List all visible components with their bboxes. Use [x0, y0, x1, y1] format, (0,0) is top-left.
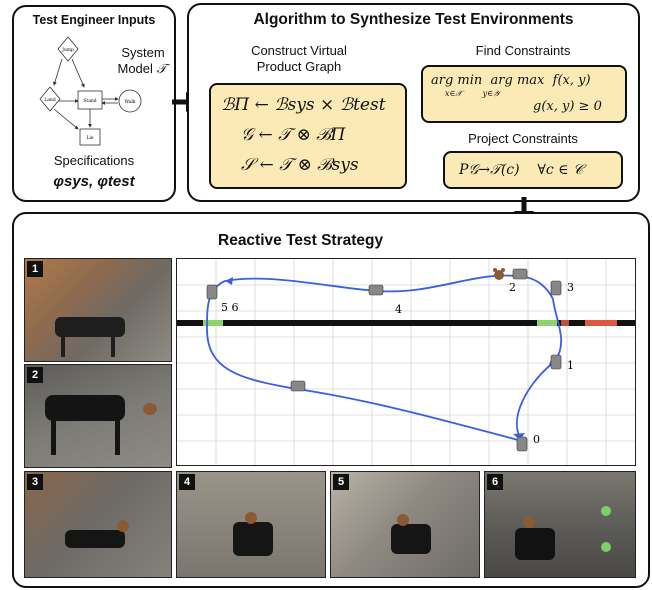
node-stand-label: Stand: [83, 98, 96, 104]
photo-1: 1: [24, 258, 172, 362]
node-land: Land: [39, 86, 61, 112]
node-walk: Walk: [118, 89, 142, 113]
node-lie: Lie: [79, 128, 101, 146]
robot-leg: [61, 335, 65, 357]
node-lie-label: Lie: [86, 135, 93, 141]
robot-marker-midway: [290, 380, 306, 392]
spec-symbols: φsys, φtest: [53, 173, 135, 190]
specifications-label: Specifications: [53, 153, 135, 168]
photo-3: 3: [24, 471, 172, 578]
photo-label-6: 6: [487, 474, 503, 490]
waypoint-label-3: 3: [567, 281, 574, 294]
teddy-bear: [117, 520, 129, 532]
robot-leg: [111, 335, 115, 357]
node-jump-label: Jump: [61, 47, 74, 53]
node-stand: Stand: [77, 90, 103, 110]
equation-product-buchi: ℬΠ ← ℬsys × ℬtest: [221, 95, 386, 115]
waypoint-label-56: 5 6: [221, 301, 239, 314]
photo-5: 5: [330, 471, 480, 578]
green-light: [601, 506, 611, 516]
green-light: [601, 542, 611, 552]
wall-gap-red-small: [561, 320, 569, 326]
robot-marker-1: [550, 354, 562, 370]
teddy-bear: [245, 512, 257, 524]
robot-leg: [51, 419, 56, 455]
robot-marker-4: [368, 284, 384, 296]
algorithm-panel: Algorithm to Synthesize Test Environment…: [187, 3, 640, 202]
robot-dog-body: [55, 317, 125, 337]
product-graph-box: ℬΠ ← ℬsys × ℬtest 𝒢 ← 𝒯 ⊗ ℬΠ 𝒮 ← 𝒯 ⊗ ℬsy…: [209, 83, 407, 189]
system-model-label-1: System: [121, 45, 165, 60]
robot-dog-body: [391, 524, 431, 554]
teddy-bear: [397, 514, 409, 526]
photo-label-3: 3: [27, 474, 43, 490]
projection-equation: P𝒢→𝒯(c) ∀c ∈ 𝒞: [459, 162, 584, 178]
photo-label-2: 2: [27, 367, 43, 383]
construct-title-2: Product Graph: [256, 59, 342, 74]
photo-label-1: 1: [27, 261, 43, 277]
inputs-title: Test Engineer Inputs: [32, 13, 156, 27]
robot-dog-body: [65, 530, 125, 548]
photo-label-4: 4: [179, 474, 195, 490]
node-jump: Jump: [57, 36, 79, 62]
equation-virtual-product-graph: 𝒢 ← 𝒯 ⊗ ℬΠ: [241, 125, 346, 145]
wall-gap-red: [585, 320, 617, 326]
photo-4: 4: [176, 471, 326, 578]
find-constraints-box: arg min arg max f(x, y) x∈𝒳 y∈𝒴 g(x, y) …: [421, 65, 627, 123]
robot-marker-3: [550, 280, 562, 296]
find-constraints-title: Find Constraints: [475, 43, 571, 58]
waypoint-label-0: 0: [533, 433, 540, 446]
construct-title-1: Construct Virtual: [251, 43, 347, 58]
waypoint-label-1: 1: [567, 359, 574, 372]
project-constraints-box: P𝒢→𝒯(c) ∀c ∈ 𝒞: [443, 151, 623, 189]
project-constraints-title: Project Constraints: [468, 131, 578, 146]
wall-bar: [177, 320, 635, 326]
robot-marker-0: [516, 436, 528, 452]
waypoint-label-4: 4: [395, 303, 402, 316]
robot-dog-body: [515, 528, 555, 560]
robot-dog-body: [45, 395, 125, 421]
algorithm-title: Algorithm to Synthesize Test Environment…: [253, 11, 574, 28]
test-engineer-inputs-panel: Test Engineer Inputs Jump Land Stand: [12, 5, 176, 202]
robot-marker-2: [512, 268, 528, 280]
optimization-objective: arg min arg max f(x, y): [431, 73, 591, 88]
strategy-title: Reactive Test Strategy: [218, 232, 384, 249]
system-model-symbol: 𝒯: [156, 62, 167, 77]
node-walk-label: Walk: [124, 99, 135, 105]
node-land-label: Land: [44, 97, 56, 103]
optimization-subscripts: x∈𝒳 y∈𝒴: [445, 89, 500, 98]
trajectory-path: [206, 274, 563, 442]
robot-marker-56: [206, 284, 218, 300]
optimization-constraint: g(x, y) ≥ 0: [533, 99, 602, 114]
teddy-bear-marker: [493, 268, 505, 280]
equation-system-product: 𝒮 ← 𝒯 ⊗ ℬsys: [241, 155, 359, 175]
photo-2: 2: [24, 364, 172, 468]
teddy-bear: [523, 516, 535, 528]
state-machine-graph: Jump Land Stand Walk Lie: [39, 36, 142, 146]
trajectory-map: 0 1 2 3 4 5 6: [176, 258, 636, 466]
wall-gap-green-left: [203, 320, 223, 326]
teddy-bear: [143, 403, 157, 415]
waypoint-label-2: 2: [509, 281, 516, 294]
robot-dog-body: [233, 522, 273, 556]
photo-label-5: 5: [333, 474, 349, 490]
robot-leg: [115, 419, 120, 455]
photo-6: 6: [484, 471, 636, 578]
wall-gap-green-right: [537, 320, 557, 326]
system-model-word: Model: [117, 61, 153, 76]
system-model-label-2: Model 𝒯: [110, 61, 174, 77]
